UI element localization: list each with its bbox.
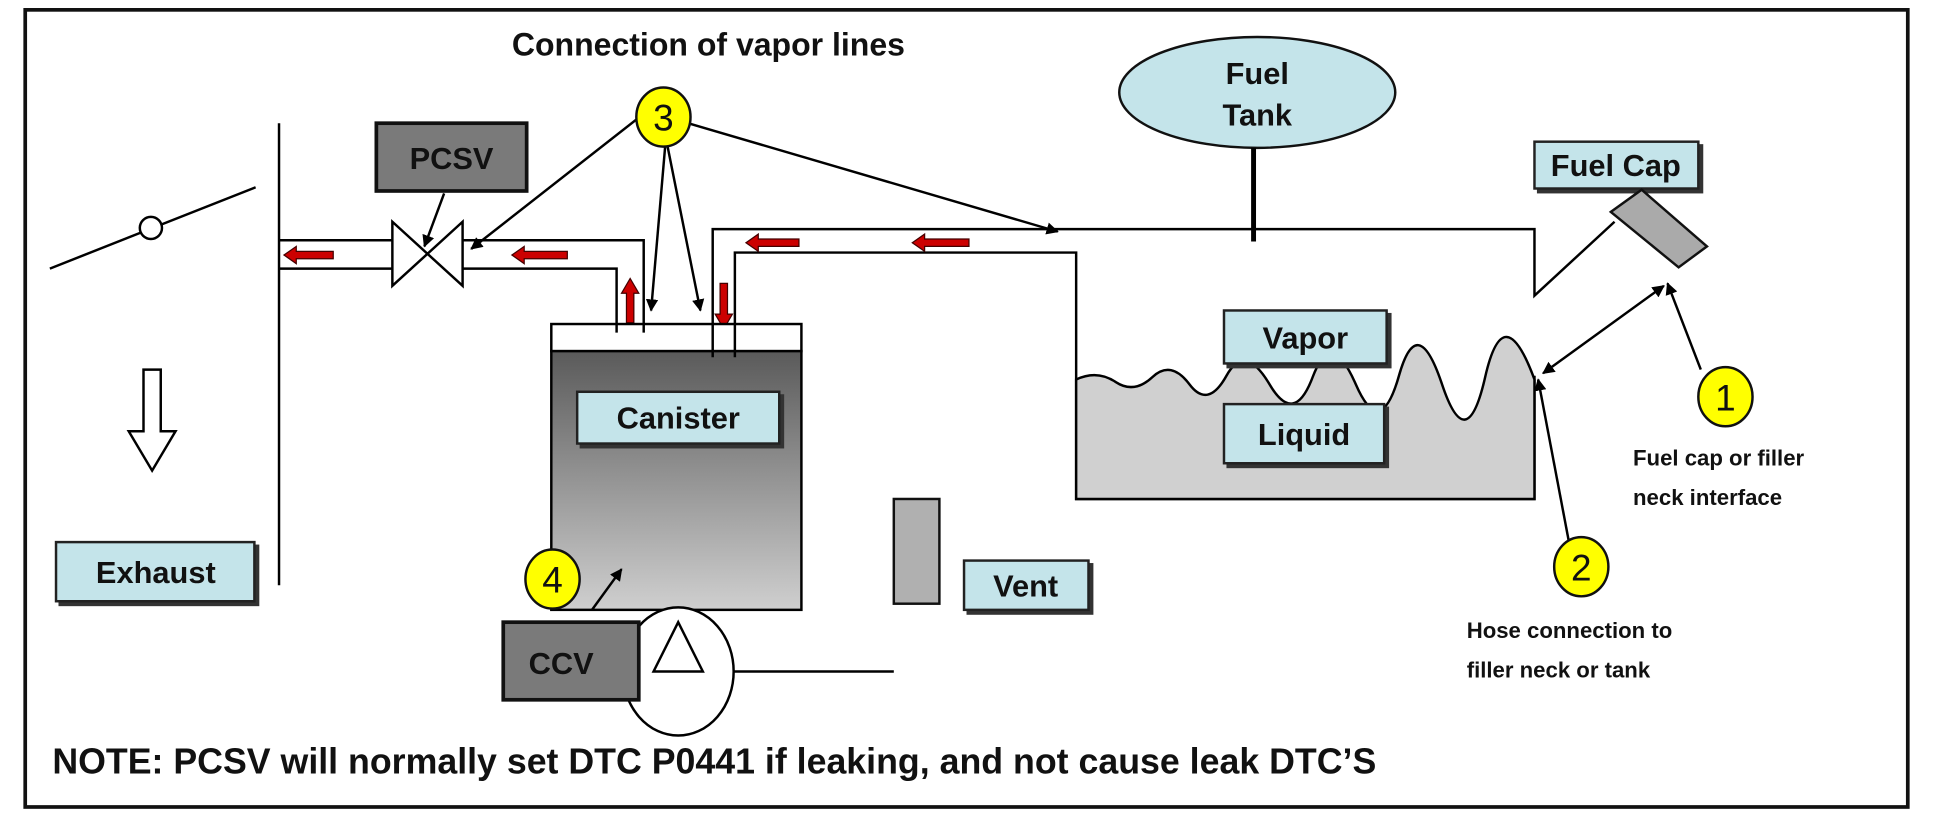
fuel-cap-label: Fuel Cap	[1533, 140, 1704, 194]
svg-text:PCSV: PCSV	[410, 141, 494, 176]
flow-arrow-left-icon	[282, 245, 334, 265]
diagram-title: Connection of vapor lines	[512, 26, 905, 62]
svg-text:1: 1	[1715, 377, 1736, 418]
callout-1: 1 Fuel cap or filler neck interface	[1633, 365, 1805, 510]
filler-neck-hose	[1542, 284, 1665, 375]
exhaust-flow-arrow-icon	[126, 368, 178, 474]
throttle-plate	[49, 186, 257, 270]
canister: Canister	[550, 322, 803, 612]
svg-text:Fuel Cap: Fuel Cap	[1551, 148, 1681, 183]
flow-arrow-left-icon	[911, 232, 970, 253]
note-text: NOTE: PCSV will normally set DTC P0441 i…	[52, 742, 1376, 782]
svg-text:CCV: CCV	[529, 646, 594, 681]
vent-filter	[892, 497, 941, 605]
svg-text:Tank: Tank	[1222, 98, 1292, 133]
callout-4-pointer	[590, 568, 623, 611]
svg-text:neck interface: neck interface	[1633, 485, 1782, 510]
svg-text:Fuel: Fuel	[1226, 56, 1289, 91]
svg-text:Exhaust: Exhaust	[96, 555, 216, 590]
canister-close-valve	[621, 606, 894, 737]
flow-arrow-down-icon	[714, 282, 734, 331]
flow-arrows	[282, 232, 970, 331]
callout-2-pointer	[1534, 378, 1571, 543]
vent-label: Vent	[962, 559, 1094, 615]
pcsv-pointer	[422, 192, 446, 248]
callout-3-pointers	[470, 109, 1059, 312]
svg-text:filler neck or tank: filler neck or tank	[1467, 658, 1651, 683]
svg-text:3: 3	[653, 98, 674, 139]
frame-border	[23, 8, 1910, 809]
fuel-cap-icon	[1608, 188, 1709, 269]
vapor-label: Vapor	[1222, 309, 1392, 369]
flow-arrow-left-icon	[510, 245, 568, 265]
callout-1-pointer	[1665, 282, 1702, 371]
callout-3: 3	[635, 86, 692, 148]
fuel-tank-label: Fuel Tank	[1118, 35, 1397, 150]
liquid-label: Liquid	[1222, 402, 1390, 469]
svg-text:2: 2	[1571, 547, 1592, 588]
purge-valve-icon	[391, 218, 464, 289]
ccv-label: CCV	[501, 620, 641, 702]
svg-text:Canister: Canister	[617, 401, 740, 436]
svg-text:Vent: Vent	[993, 568, 1058, 603]
flow-arrow-left-icon	[744, 232, 800, 253]
svg-text:Liquid: Liquid	[1258, 417, 1350, 452]
flow-arrow-up-icon	[620, 277, 640, 324]
svg-text:Hose connection to: Hose connection to	[1467, 618, 1673, 643]
pcsv-label: PCSV	[374, 121, 529, 193]
callout-2: 2 Hose connection to filler neck or tank	[1467, 535, 1673, 683]
callout-4: 4	[524, 548, 581, 610]
svg-text:Fuel cap or filler: Fuel cap or filler	[1633, 446, 1805, 471]
svg-text:Vapor: Vapor	[1263, 321, 1349, 356]
exhaust-label: Exhaust	[54, 540, 260, 607]
svg-text:4: 4	[542, 560, 563, 601]
